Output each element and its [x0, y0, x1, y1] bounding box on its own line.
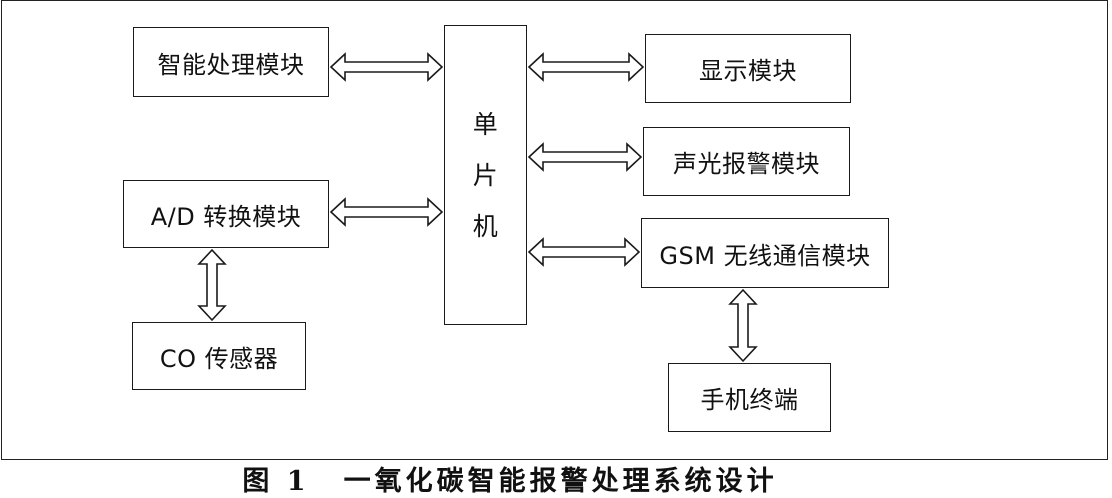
display-module-box: 显示模块	[645, 34, 851, 103]
co-sensor-box: CO 传感器	[132, 322, 306, 390]
gsm-module-label: GSM 无线通信模块	[659, 241, 871, 270]
figure-title: 一氧化碳智能报警处理系统设计	[343, 465, 778, 497]
ad-conversion-module-label: A/D 转换模块	[150, 202, 302, 231]
ad-conversion-module-box: A/D 转换模块	[123, 180, 329, 248]
mobile-terminal-label: 手机终端	[700, 386, 799, 414]
smart-processing-module-label: 智能处理模块	[157, 50, 305, 79]
mobile-terminal-box: 手机终端	[668, 363, 831, 432]
mcu-char-3: 机	[472, 211, 499, 241]
mcu-box: 单 片 机	[444, 25, 527, 325]
gsm-module-box: GSM 无线通信模块	[641, 218, 889, 288]
figure-caption: 图 1 一氧化碳智能报警处理系统设计	[0, 461, 1020, 497]
sound-light-alarm-module-box: 声光报警模块	[643, 127, 850, 196]
sound-light-alarm-module-label: 声光报警模块	[673, 150, 820, 178]
mcu-char-2: 片	[472, 160, 499, 190]
figure-number: 图 1	[242, 465, 310, 497]
smart-processing-module-box: 智能处理模块	[133, 27, 329, 97]
mcu-char-1: 单	[472, 109, 499, 139]
co-sensor-label: CO 传感器	[159, 344, 279, 373]
display-module-label: 显示模块	[699, 57, 797, 85]
